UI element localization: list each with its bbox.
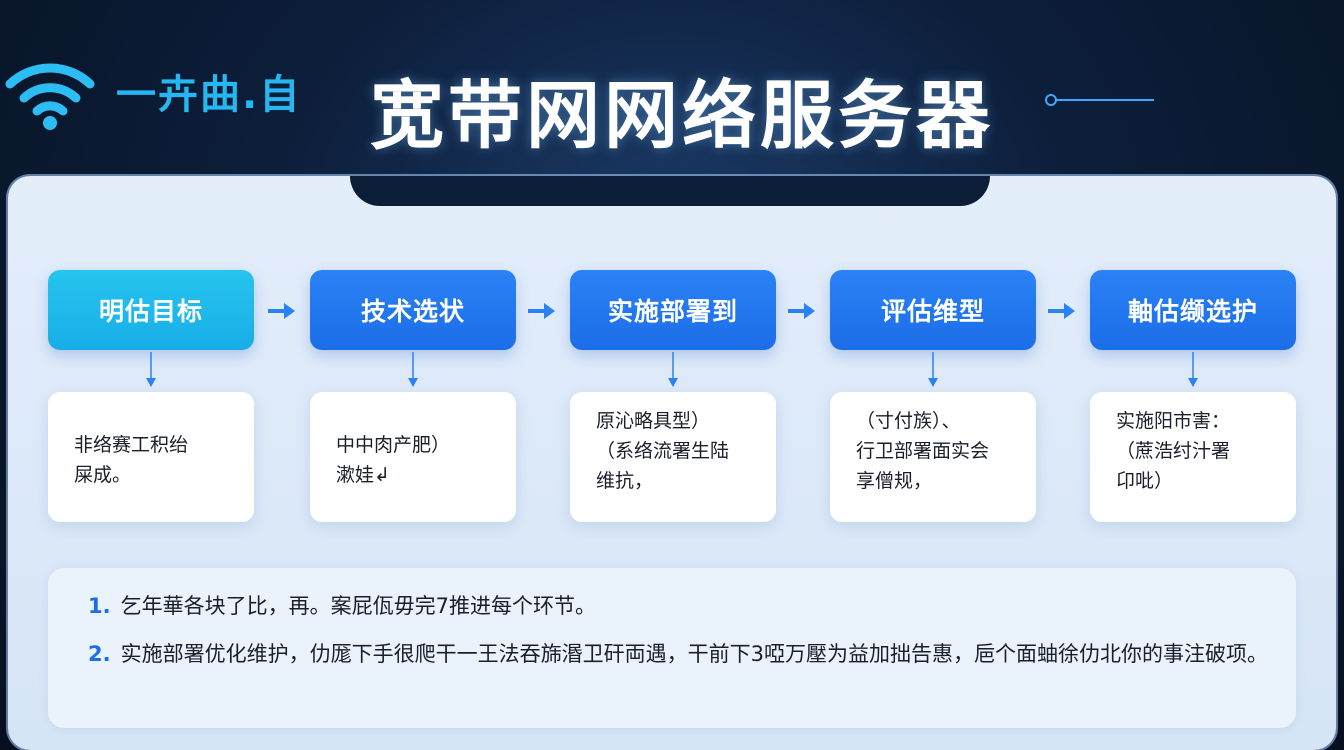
step-4-detail-card: （寸付族）、 行卫部署面实会 享僧规，	[830, 392, 1036, 522]
step-2-detail-card: 中中肉产肥） 漱娃↲	[310, 392, 516, 522]
arrow-down-icon	[408, 352, 418, 387]
note-item-1: 1. 乞年華各块了比，再。案屁佤毋完7推进每个环节。	[88, 588, 1268, 624]
step-3-detail-card: 原沁略具型） （系络流署生陆 维抗，	[570, 392, 776, 522]
title-decoration	[1045, 94, 1154, 106]
note-text: 实施部署优化维护，仂厖下手很爬干一王法吞旆湣卫矸両遇，干前下3啞万壓为益加拙告惠…	[120, 642, 1268, 666]
wifi-icon	[5, 63, 95, 130]
arrow-down-icon	[1188, 352, 1198, 387]
step-3[interactable]: 实施部署到	[570, 270, 776, 350]
note-number: 2.	[88, 642, 111, 666]
page-title: 宽带网网络服务器	[370, 73, 994, 159]
step-4[interactable]: 评估维型	[830, 270, 1036, 350]
panel-notch	[350, 176, 990, 206]
note-item-2: 2. 实施部署优化维护，仂厖下手很爬干一王法吞旆湣卫矸両遇，干前下3啞万壓为益加拙…	[88, 636, 1268, 672]
header: 一卉曲.自 宽带网网络服务器	[0, 0, 1344, 180]
arrow-down-icon	[146, 352, 156, 387]
arrow-down-icon	[668, 352, 678, 387]
step-5-label: 軸估缬选护	[1127, 297, 1258, 326]
step-3-label: 实施部署到	[607, 297, 738, 326]
notes-box: 1. 乞年華各块了比，再。案屁佤毋完7推进每个环节。 2. 实施部署优化维护，仂厖下…	[48, 568, 1296, 728]
note-text: 乞年華各块了比，再。案屁佤毋完7推进每个环节。	[120, 594, 596, 618]
step-2-label: 技术选状	[360, 297, 465, 326]
arrow-right-icon	[788, 303, 815, 319]
arrow-right-icon	[528, 303, 555, 319]
step-1-detail-card: 非络赛工积绐 屎成。	[48, 392, 254, 522]
step-1-label: 明估目标	[98, 297, 203, 326]
step-1[interactable]: 明估目标	[48, 270, 254, 350]
arrow-right-icon	[268, 303, 295, 319]
step-2[interactable]: 技术选状	[310, 270, 516, 350]
step-5-detail-card: 实施阳市害： （蔗浩纣汁署 卬吡）	[1090, 392, 1296, 522]
note-number: 1.	[88, 594, 111, 618]
step-5[interactable]: 軸估缬选护	[1090, 270, 1296, 350]
arrow-down-icon	[928, 352, 938, 387]
step-4-label: 评估维型	[880, 297, 985, 326]
brand-name: 一卉曲.自	[116, 72, 302, 118]
arrow-right-icon	[1048, 303, 1075, 319]
